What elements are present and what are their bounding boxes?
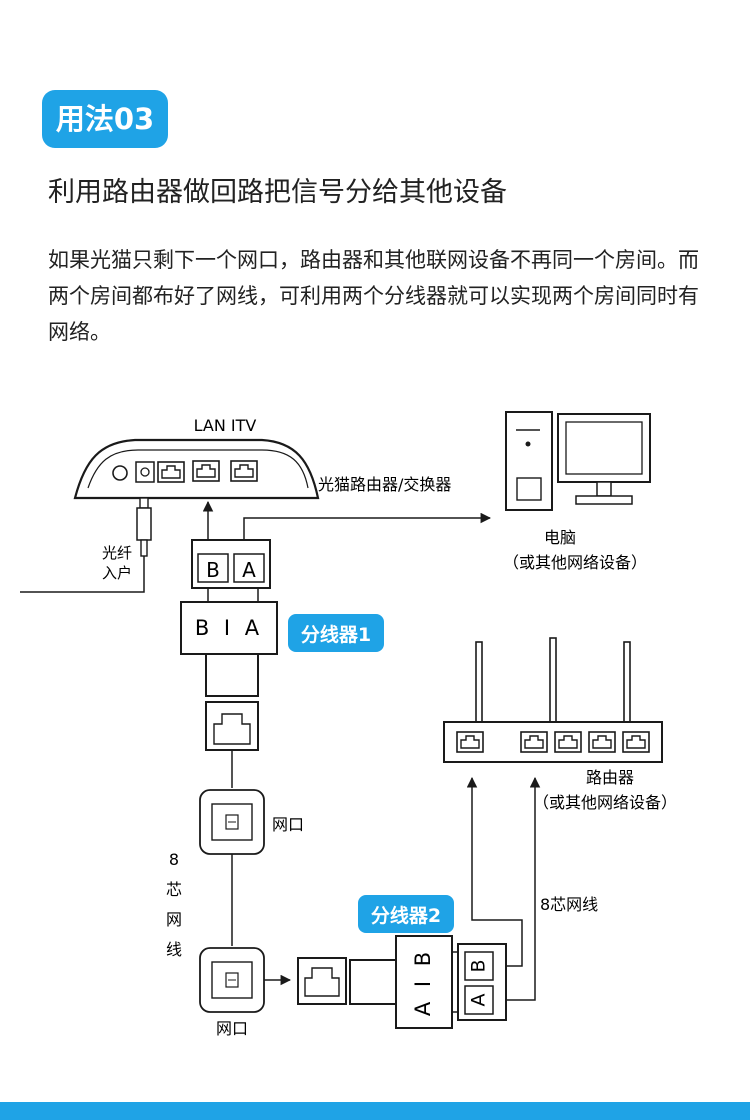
usage-badge: 用法03: [42, 90, 168, 148]
description-text: 如果光猫只剩下一个网口，路由器和其他联网设备不再同一个房间。而两个房间都布好了网…: [48, 248, 699, 344]
computer-icon: [505, 411, 651, 511]
splitter1-tag-bg: [288, 614, 384, 652]
modem-label: 光猫路由器/交换器: [318, 475, 451, 494]
page-subtitle: 利用路由器做回路把信号分给其他设备: [48, 177, 507, 208]
router-label-line1: 路由器: [586, 768, 634, 787]
wall-port-2-icon: [199, 947, 265, 1013]
router-label-line2: （或其他网络设备）: [533, 793, 677, 812]
itv-port-icon: [230, 460, 258, 482]
splitter-1: [180, 539, 278, 697]
splitter2-tag: 分线器2: [371, 904, 441, 927]
fiber-plug-icon: [20, 497, 152, 593]
lan-port-icon: [192, 460, 220, 482]
cable-label-4: 线: [166, 940, 182, 959]
network-diagram: LAN ITV 光猫路由器/交换器 光纤 入户 电脑 （或其他网络设备） B A…: [20, 411, 677, 1038]
modem: [73, 438, 320, 500]
wall-port-1-icon: [199, 789, 265, 855]
power-button-icon: [112, 465, 128, 481]
footer-bar: [0, 1102, 750, 1120]
cable-label-2: 芯: [166, 880, 182, 899]
arrow-to-router-lan: [506, 776, 541, 1001]
fiber-label-line1: 光纤: [102, 544, 132, 562]
wall-port-2-label: 网口: [216, 1019, 248, 1038]
router-icon: [443, 637, 663, 763]
rj45-plug-2-icon: [297, 957, 347, 1005]
rj45-plug-icon: [205, 701, 259, 751]
small-port-icon: [157, 461, 185, 483]
splitter1-port-a: A: [242, 558, 256, 582]
fiber-label-line2: 入户: [102, 564, 132, 582]
splitter2-port-b: B: [468, 959, 490, 972]
computer-label-line1: 电脑: [544, 528, 576, 547]
splitter1-port-b: B: [206, 558, 220, 582]
wall-port-1-label: 网口: [272, 815, 304, 834]
arrow-to-router-wan: [466, 776, 523, 967]
splitter1-tag: 分线器1: [301, 623, 371, 646]
splitter2-port-a: A: [468, 994, 490, 1007]
splitter-2: [349, 935, 507, 1029]
cable-label-3: 网: [166, 910, 182, 929]
splitter2-body-label: A I B: [411, 948, 435, 1016]
power-jack-icon: [135, 461, 155, 483]
splitter1-body-label: B I A: [195, 616, 263, 640]
computer-label-line2: （或其他网络设备）: [503, 553, 647, 572]
modem-ports-label: LAN ITV: [194, 416, 257, 435]
cable-8core-label: 8芯网线: [540, 895, 598, 914]
cable-label-1: 8: [169, 850, 179, 869]
arrow-to-computer: [243, 512, 492, 540]
splitter2-tag-bg: [358, 895, 454, 933]
